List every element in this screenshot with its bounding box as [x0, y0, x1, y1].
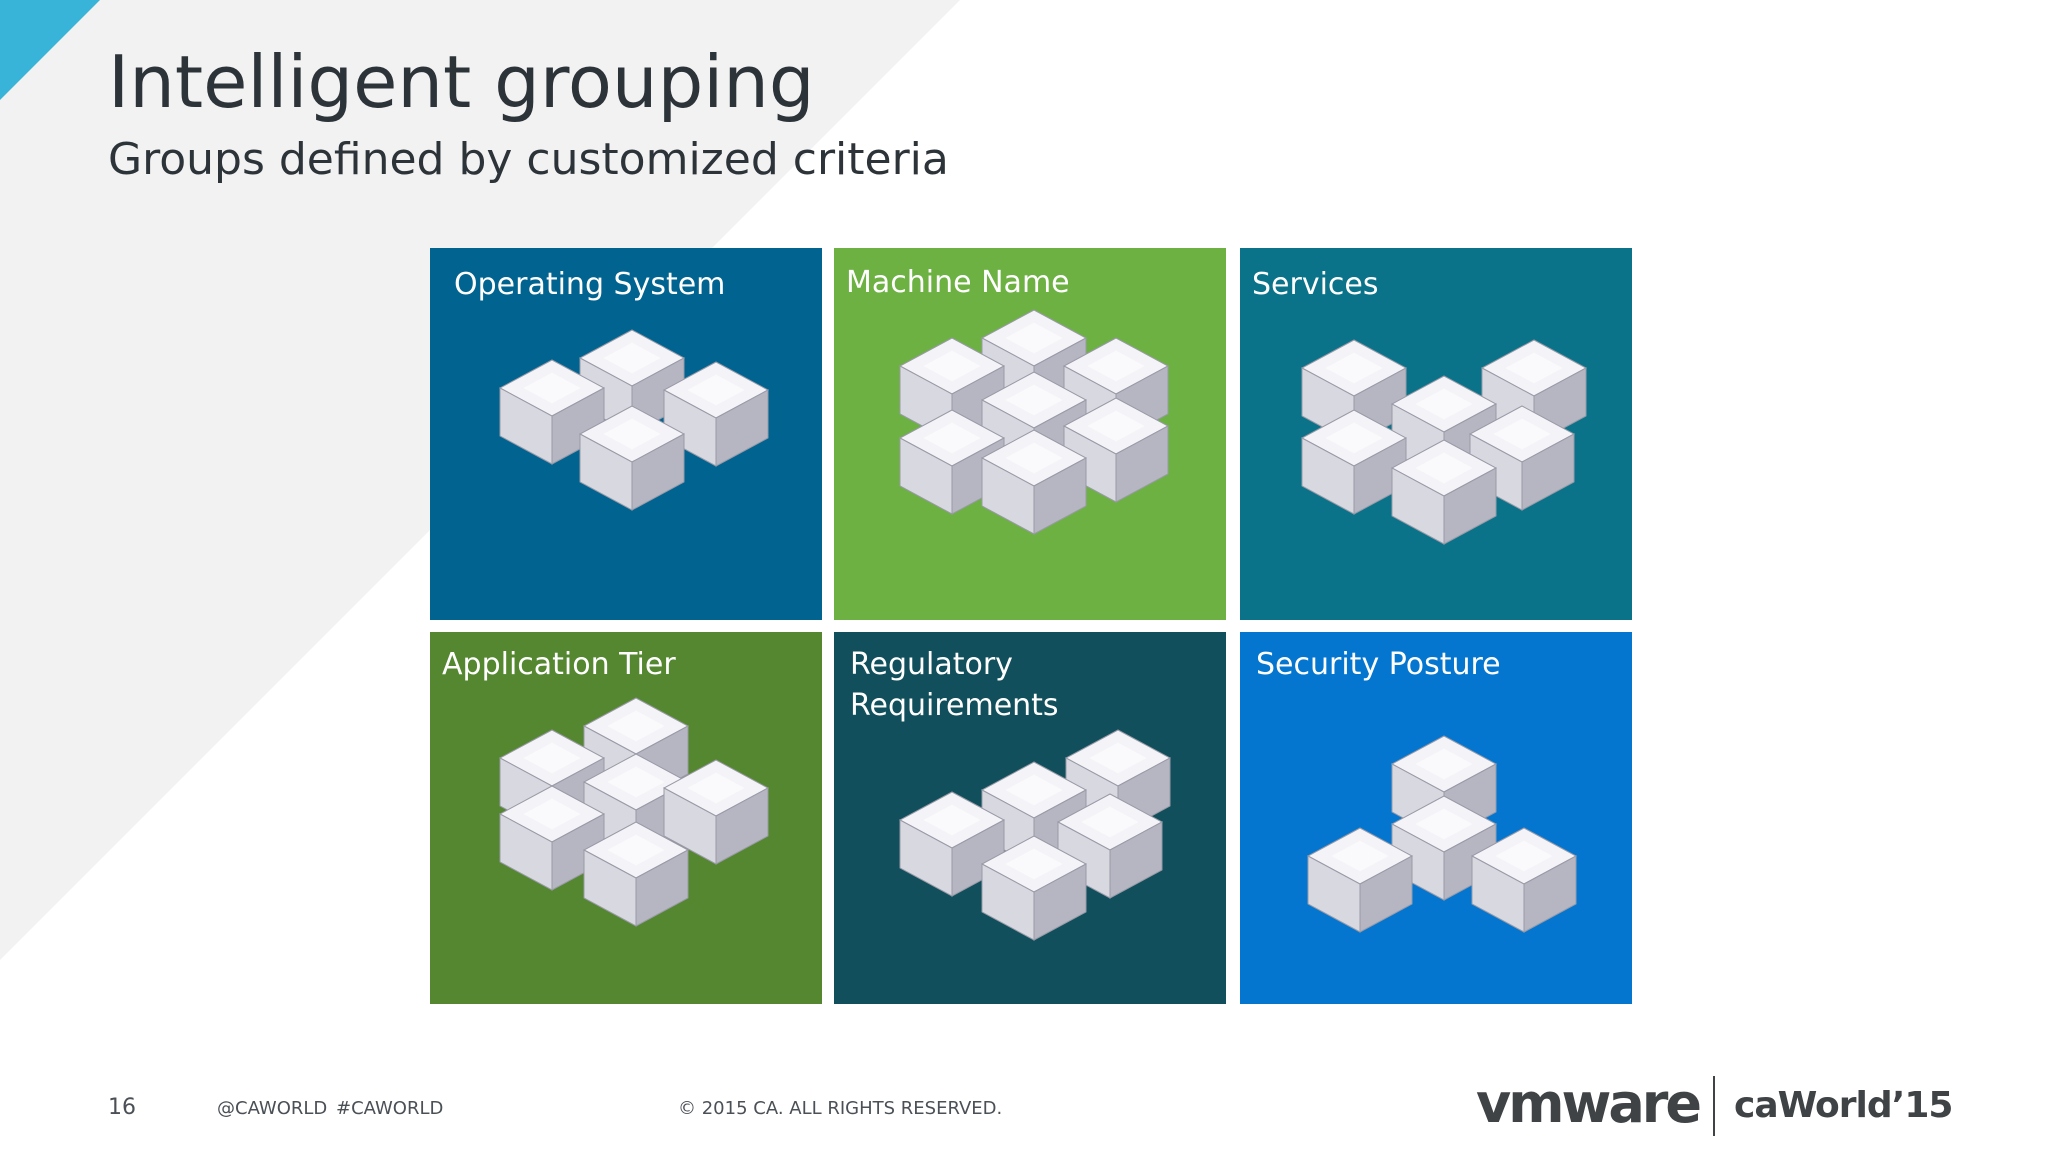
- cube-icon: [578, 405, 686, 511]
- slide-title: Intelligent grouping: [108, 40, 815, 124]
- cube-cluster-icon: [898, 729, 1172, 941]
- cube-icon: [662, 361, 770, 467]
- page-number: 16: [108, 1095, 136, 1120]
- tile-label: Operating System: [454, 267, 726, 302]
- footer-handle: @CAWORLD: [217, 1098, 328, 1119]
- tile-operating-system: Operating System: [430, 248, 822, 620]
- cube-icon: [980, 429, 1088, 535]
- footer-logos: vmware caWorld’15: [1476, 1070, 1996, 1136]
- accent-triangle: [0, 0, 100, 100]
- cube-icon: [1390, 795, 1498, 901]
- tile-regulatory-requirements: Regulatory Requirements: [834, 632, 1226, 1004]
- tile-security-posture: Security Posture: [1240, 632, 1632, 1004]
- cube-icon: [1300, 409, 1408, 515]
- caworld-logo: caWorld’15: [1734, 1085, 1953, 1126]
- footer-hashtag: #CAWORLD: [336, 1098, 444, 1119]
- cube-icon: [498, 359, 606, 465]
- cube-cluster-icon: [498, 329, 770, 511]
- tile-label: Security Posture: [1256, 647, 1501, 682]
- footer-copyright: © 2015 CA. ALL RIGHTS RESERVED.: [678, 1098, 1003, 1119]
- cube-icon: [662, 759, 770, 865]
- cube-icon: [1390, 439, 1498, 545]
- tile-label: Regulatory Requirements: [850, 647, 1059, 723]
- cube-icon: [1056, 793, 1164, 899]
- cube-icon: [1306, 827, 1414, 933]
- cube-icon: [1468, 405, 1576, 511]
- cube-icon: [582, 821, 690, 927]
- cube-cluster-icon: [1300, 339, 1588, 545]
- tile-machine-name: Machine Name: [834, 248, 1226, 620]
- tile-label: Application Tier: [442, 647, 676, 682]
- tile-label: Machine Name: [846, 265, 1070, 300]
- cube-cluster-icon: [498, 697, 770, 927]
- tile-services: Services: [1240, 248, 1632, 620]
- cube-icon: [980, 835, 1088, 941]
- tile-application-tier: Application Tier: [430, 632, 822, 1004]
- tile-label: Services: [1252, 267, 1379, 302]
- logo-divider: [1713, 1076, 1715, 1136]
- slide-subtitle: Groups defined by customized criteria: [108, 134, 949, 185]
- cube-icon: [1470, 827, 1578, 933]
- cube-icon: [1062, 397, 1170, 503]
- cube-cluster-icon: [1306, 735, 1578, 933]
- vmware-logo: vmware: [1476, 1072, 1702, 1135]
- cube-icon: [498, 785, 606, 891]
- cube-cluster-icon: [898, 309, 1170, 535]
